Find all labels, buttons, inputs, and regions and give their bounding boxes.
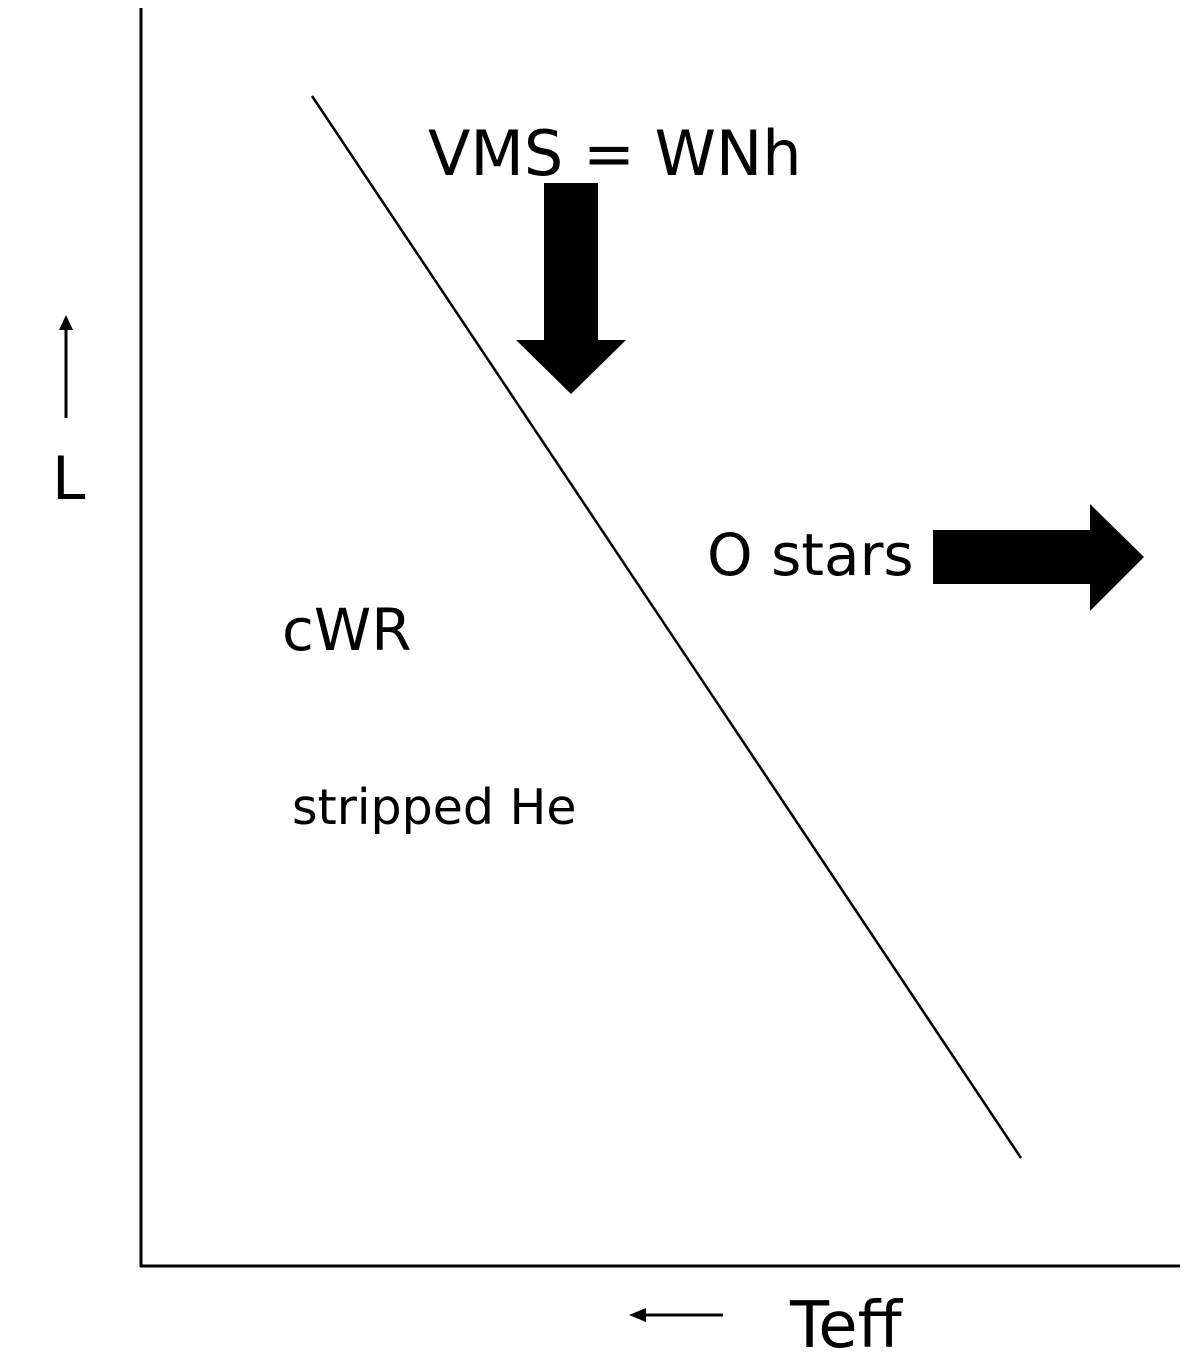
y-axis-arrow-icon xyxy=(59,315,73,418)
x-axis-arrow-icon xyxy=(629,1308,723,1322)
right-arrow-icon xyxy=(933,504,1144,611)
y-axis-label: L xyxy=(52,444,86,514)
diagonal-boundary-line xyxy=(310,95,1023,1159)
x-axis-label: Teff xyxy=(789,1289,904,1360)
vms-label: VMS = WNh xyxy=(428,117,802,190)
cwr-label: cWR xyxy=(282,596,412,664)
o-stars-label: O stars xyxy=(707,521,914,589)
stripped-he-label: stripped He xyxy=(292,779,577,836)
down-arrow-icon xyxy=(516,183,626,394)
